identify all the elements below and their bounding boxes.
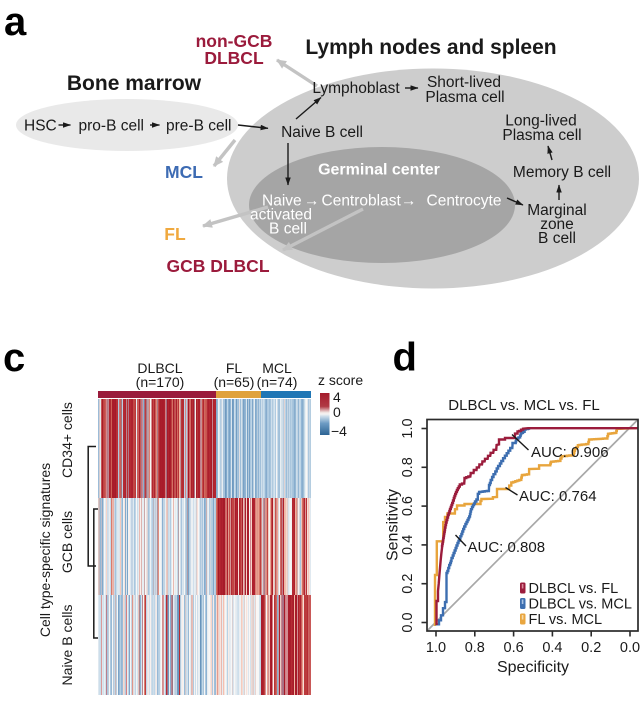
svg-text:0.4: 0.4 — [400, 535, 416, 555]
svg-text:→: → — [401, 193, 417, 210]
svg-text:FL: FL — [164, 224, 186, 244]
svg-text:MCL: MCL — [165, 162, 203, 182]
svg-text:Naive: Naive — [262, 193, 302, 210]
svg-text:DLBCL vs. FL: DLBCL vs. FL — [529, 581, 619, 597]
svg-text:B cell: B cell — [269, 221, 307, 238]
svg-text:Plasma cell: Plasma cell — [502, 127, 581, 144]
svg-text:GCB DLBCL: GCB DLBCL — [166, 256, 269, 276]
svg-text:Germinal center: Germinal center — [318, 162, 440, 179]
svg-text:Memory B cell: Memory B cell — [513, 164, 611, 181]
svg-text:AUC: 0.906: AUC: 0.906 — [531, 444, 609, 461]
svg-text:non-GCB: non-GCB — [196, 31, 273, 51]
svg-text:(n=65): (n=65) — [214, 374, 255, 390]
svg-text:0.8: 0.8 — [400, 457, 416, 477]
svg-text:Sensitivity: Sensitivity — [385, 489, 402, 561]
svg-text:CD34+ cells: CD34+ cells — [59, 402, 75, 478]
svg-text:c: c — [3, 336, 25, 380]
svg-text:zone: zone — [540, 216, 574, 233]
svg-text:a: a — [4, 0, 27, 44]
svg-text:HSC: HSC — [24, 118, 57, 135]
svg-text:−4: −4 — [331, 423, 347, 439]
svg-text:B cell: B cell — [538, 230, 576, 247]
svg-text:Specificity: Specificity — [497, 659, 569, 676]
svg-text:Lymphoblast: Lymphoblast — [312, 80, 400, 97]
svg-text:AUC: 0.764: AUC: 0.764 — [519, 488, 597, 505]
svg-text:DLBCL: DLBCL — [137, 360, 182, 376]
svg-text:pro-B cell: pro-B cell — [79, 118, 144, 135]
svg-text:FL vs. MCL: FL vs. MCL — [529, 612, 603, 628]
svg-text:0: 0 — [333, 404, 341, 420]
svg-text:0.2: 0.2 — [581, 640, 601, 656]
svg-text:(n=74): (n=74) — [257, 374, 298, 390]
svg-text:Long-lived: Long-lived — [505, 113, 577, 130]
svg-text:Lymph nodes and spleen: Lymph nodes and spleen — [305, 36, 556, 59]
svg-text:Naive B cells: Naive B cells — [59, 605, 75, 686]
svg-text:0.6: 0.6 — [504, 640, 524, 656]
svg-text:Marginal: Marginal — [527, 202, 586, 219]
svg-text:1.0: 1.0 — [426, 640, 446, 656]
svg-text:→: → — [304, 193, 320, 210]
svg-text:GCB cells: GCB cells — [59, 511, 75, 573]
svg-text:DLBCL: DLBCL — [204, 48, 264, 68]
svg-text:Short-lived: Short-lived — [427, 74, 501, 91]
svg-text:MCL: MCL — [262, 360, 292, 376]
svg-text:(n=170): (n=170) — [136, 374, 185, 390]
svg-text:1.0: 1.0 — [400, 418, 416, 438]
svg-text:0.2: 0.2 — [400, 574, 416, 594]
svg-text:4: 4 — [333, 389, 341, 405]
svg-text:DLBCL vs. MCL: DLBCL vs. MCL — [529, 597, 632, 613]
svg-text:d: d — [393, 336, 417, 380]
svg-text:Centrocyte: Centrocyte — [427, 193, 502, 210]
svg-text:z score: z score — [318, 372, 363, 388]
svg-text:FL: FL — [226, 360, 243, 376]
svg-text:Bone marrow: Bone marrow — [67, 72, 202, 95]
svg-text:pre-B cell: pre-B cell — [166, 118, 231, 135]
svg-text:Plasma cell: Plasma cell — [425, 89, 504, 106]
svg-text:AUC: 0.808: AUC: 0.808 — [468, 539, 546, 556]
svg-text:0.4: 0.4 — [542, 640, 562, 656]
svg-text:0.8: 0.8 — [465, 640, 485, 656]
svg-text:DLBCL vs. MCL vs. FL: DLBCL vs. MCL vs. FL — [448, 397, 599, 414]
svg-text:0.0: 0.0 — [400, 612, 416, 632]
svg-text:activated: activated — [250, 207, 312, 224]
svg-text:0.0: 0.0 — [620, 640, 640, 656]
svg-text:Cell type-specific signatures: Cell type-specific signatures — [37, 463, 53, 637]
svg-text:Naive B cell: Naive B cell — [281, 124, 363, 141]
svg-text:0.6: 0.6 — [400, 496, 416, 516]
svg-text:Centroblast: Centroblast — [322, 193, 402, 210]
